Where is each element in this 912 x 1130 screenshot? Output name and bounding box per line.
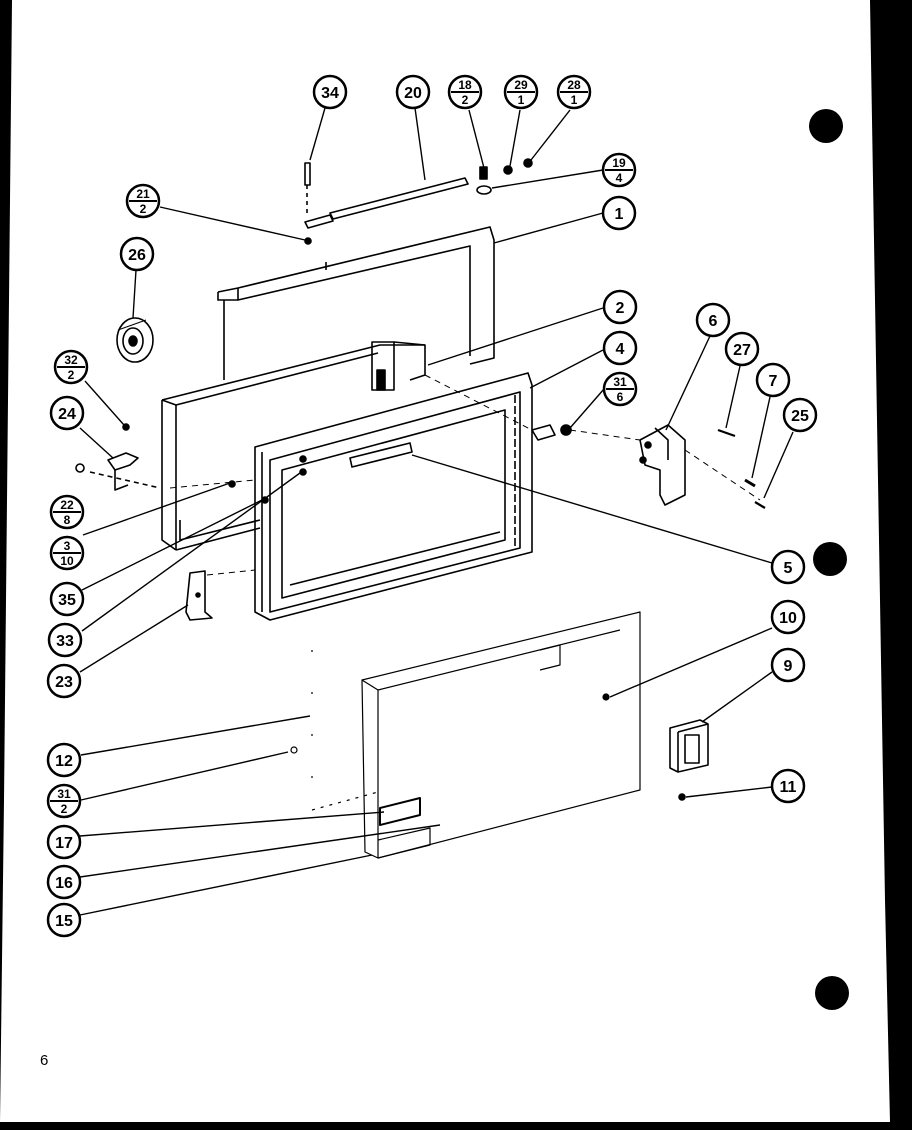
callout-19-4: 194: [601, 152, 637, 188]
svg-text:26: 26: [128, 247, 146, 264]
callout-32-2: 322: [53, 349, 89, 385]
svg-text:3: 3: [64, 539, 71, 553]
svg-text:1: 1: [571, 93, 578, 107]
svg-text:2: 2: [616, 300, 625, 317]
svg-text:22: 22: [60, 498, 74, 512]
part-23-bracket: [185, 570, 213, 621]
svg-text:31: 31: [613, 375, 627, 389]
callout-28-1: 281: [556, 74, 592, 110]
svg-text:19: 19: [612, 156, 626, 170]
svg-text:28: 28: [567, 78, 581, 92]
part-26-knob: [116, 317, 154, 363]
callout-17: 17: [46, 824, 82, 860]
svg-text:29: 29: [514, 78, 528, 92]
binder-holes: [809, 109, 849, 1010]
callout-33: 33: [47, 622, 83, 658]
svg-text:2: 2: [140, 202, 147, 216]
part-2-door-panel: [161, 341, 426, 551]
callout-20: 20: [395, 74, 431, 110]
callout-21-2: 212: [125, 183, 161, 219]
callout-25: 25: [782, 397, 818, 433]
callout-26: 26: [119, 236, 155, 272]
left-hardware: [75, 423, 161, 491]
part-4-inner-frame: [254, 372, 533, 621]
callout-12: 12: [46, 742, 82, 778]
callout-34: 34: [312, 74, 348, 110]
lower-panel-assembly: [290, 611, 641, 859]
svg-text:11: 11: [780, 779, 797, 796]
svg-text:10: 10: [779, 610, 797, 627]
callout-31-6: 316: [602, 371, 638, 407]
svg-text:6: 6: [617, 390, 624, 404]
callout-22-8: 228: [49, 494, 85, 530]
binder-hole-middle: [813, 542, 847, 576]
svg-text:1: 1: [518, 93, 525, 107]
callout-10: 10: [770, 599, 806, 635]
svg-text:5: 5: [784, 560, 793, 577]
callout-18-2: 182: [447, 74, 483, 110]
part-5-bar: [349, 442, 413, 468]
svg-text:2: 2: [68, 368, 75, 382]
svg-text:9: 9: [784, 658, 793, 675]
svg-text:35: 35: [58, 592, 76, 609]
callout-7: 7: [755, 362, 791, 398]
callout-29-1: 291: [503, 74, 539, 110]
callout-6: 6: [695, 302, 731, 338]
part-9-box: [669, 719, 709, 801]
part-6-latch: [639, 424, 686, 506]
svg-text:25: 25: [791, 408, 809, 425]
svg-text:20: 20: [404, 85, 422, 102]
callout-bubbles: 34 20 182 291 281 194 212 1 26 2 4 6 27 …: [46, 74, 818, 938]
svg-text:27: 27: [733, 342, 751, 359]
binder-hole-bottom: [815, 976, 849, 1010]
callout-16: 16: [46, 864, 82, 900]
svg-text:23: 23: [55, 674, 73, 691]
svg-text:21: 21: [136, 187, 150, 201]
leader-lines: [79, 107, 794, 916]
svg-text:18: 18: [458, 78, 472, 92]
svg-text:33: 33: [56, 633, 74, 650]
callout-15: 15: [46, 902, 82, 938]
callout-9: 9: [770, 647, 806, 683]
part-31-6-hardware: [531, 424, 572, 441]
svg-text:2: 2: [61, 802, 68, 816]
svg-text:4: 4: [616, 171, 623, 185]
svg-text:7: 7: [769, 373, 778, 390]
callout-31-2: 312: [46, 783, 82, 819]
part-34-rod: [304, 162, 311, 215]
callout-27: 27: [724, 331, 760, 367]
callout-35: 35: [49, 581, 85, 617]
svg-text:12: 12: [55, 753, 73, 770]
svg-text:32: 32: [64, 353, 78, 367]
svg-text:17: 17: [55, 835, 73, 852]
svg-text:10: 10: [60, 554, 74, 568]
callout-2: 2: [602, 289, 638, 325]
callout-4: 4: [602, 330, 638, 366]
right-screws: [717, 428, 766, 509]
svg-text:24: 24: [58, 406, 76, 423]
top-hardware: [304, 158, 533, 245]
callout-23: 23: [46, 663, 82, 699]
callout-1: 1: [601, 195, 637, 231]
svg-text:2: 2: [462, 93, 469, 107]
binder-hole-top: [809, 109, 843, 143]
svg-text:8: 8: [64, 513, 71, 527]
svg-text:4: 4: [616, 341, 625, 358]
guide-lines: [169, 374, 761, 576]
part-20-bar: [304, 177, 469, 229]
svg-text:6: 6: [709, 313, 718, 330]
page-number: 6: [40, 1052, 49, 1069]
callout-11: 11: [770, 768, 806, 804]
svg-text:1: 1: [615, 206, 624, 223]
svg-text:15: 15: [55, 913, 73, 930]
part-1-outer-frame: [217, 226, 495, 380]
svg-text:31: 31: [57, 787, 71, 801]
callout-5: 5: [770, 549, 806, 585]
svg-text:16: 16: [55, 875, 73, 892]
callout-3-10: 310: [49, 535, 85, 571]
svg-text:34: 34: [321, 85, 339, 102]
callout-24: 24: [49, 395, 85, 431]
